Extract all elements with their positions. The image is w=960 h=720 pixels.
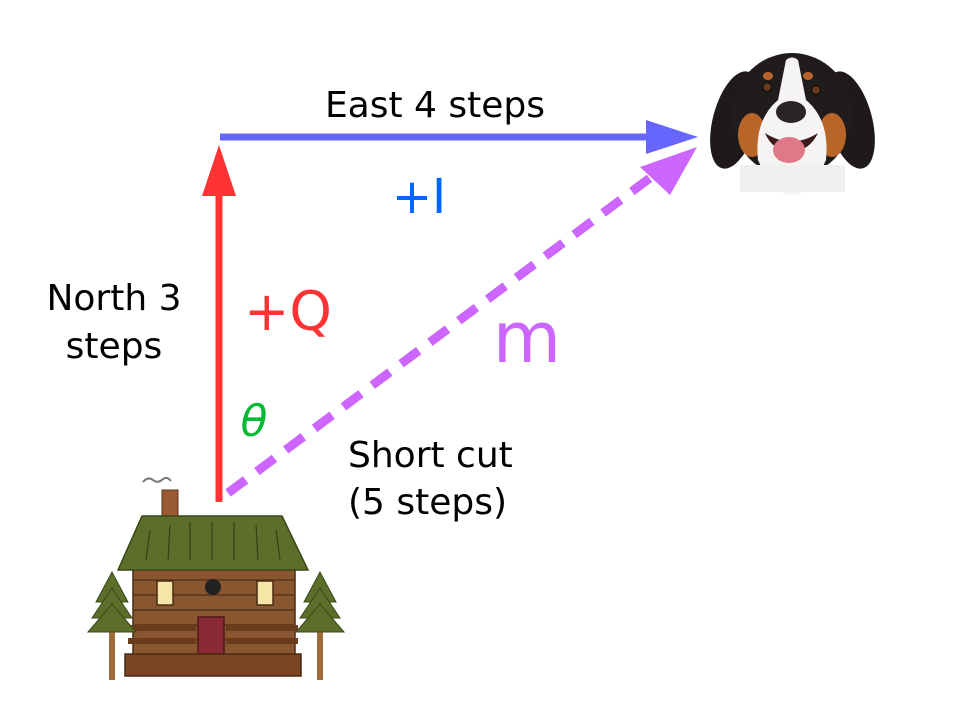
- theta-label: θ: [241, 396, 268, 447]
- cabin-round-window: [205, 579, 221, 595]
- east-arrow: [220, 120, 698, 154]
- shortcut-arrow: [225, 147, 697, 497]
- cabin-porch: [124, 653, 302, 677]
- east-label: East 4 steps: [325, 85, 545, 126]
- plus-q-label: +Q: [244, 280, 332, 343]
- cabin-roof: [116, 515, 310, 571]
- north-arrow-head: [202, 145, 236, 196]
- cabin-window-left: [156, 580, 174, 606]
- shortcut-arrow-shaft: [225, 168, 661, 497]
- smoke-icon: [142, 476, 172, 483]
- m-label: m: [493, 297, 561, 379]
- tree-right: [294, 570, 346, 680]
- shortcut-label-line1: Short cut: [348, 435, 513, 476]
- dog-eye-right: [810, 84, 822, 96]
- north-label-line2: steps: [66, 326, 163, 367]
- north-arrow: [202, 145, 236, 502]
- dog-nose: [776, 101, 806, 123]
- log-cabin-image: [86, 476, 346, 680]
- tree-left: [86, 570, 138, 680]
- dog-white-blaze: [757, 57, 827, 195]
- dog-tongue: [773, 137, 805, 163]
- dog-eye-left: [761, 81, 773, 93]
- plus-i-label: +I: [392, 169, 446, 225]
- dog-image: [710, 53, 875, 195]
- cabin-door: [197, 616, 225, 655]
- cabin-window-right: [256, 580, 274, 606]
- north-label-line1: North 3: [46, 278, 181, 319]
- shortcut-label-line2: (5 steps): [348, 482, 507, 523]
- east-arrow-head: [646, 120, 698, 154]
- shortcut-arrow-head: [640, 147, 697, 195]
